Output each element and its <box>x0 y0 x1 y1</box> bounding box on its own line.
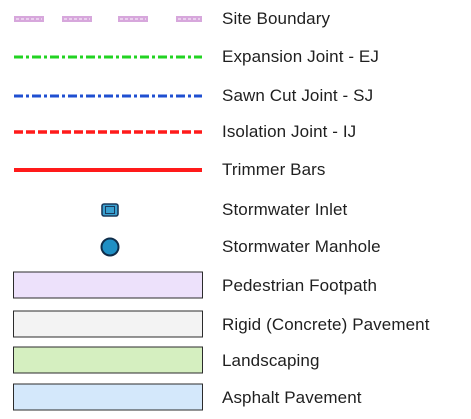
pedestrian-footpath-swatch <box>10 268 206 304</box>
legend-item-rigid-pavement: Rigid (Concrete) Pavement <box>0 307 471 343</box>
legend-item-landscaping: Landscaping <box>0 343 471 379</box>
legend-label: Rigid (Concrete) Pavement <box>222 315 430 334</box>
site-boundary-line-icon <box>10 1 206 37</box>
legend-item-pedestrian-footpath: Pedestrian Footpath <box>0 268 471 304</box>
legend-label: Site Boundary <box>222 9 331 28</box>
legend-label: Landscaping <box>222 351 320 370</box>
legend-item-trimmer-bars: Trimmer Bars <box>0 152 471 188</box>
legend-item-stormwater-inlet: Stormwater Inlet <box>0 192 471 228</box>
legend-label: Sawn Cut Joint - SJ <box>222 86 374 105</box>
isolation-joint-line-icon <box>10 114 206 150</box>
legend-item-expansion-joint: Expansion Joint - EJ <box>0 39 471 75</box>
legend-label: Asphalt Pavement <box>222 388 362 407</box>
legend-label: Expansion Joint - EJ <box>222 47 379 66</box>
stormwater-inlet-icon <box>10 192 206 228</box>
legend-label: Isolation Joint - IJ <box>222 122 357 141</box>
stormwater-manhole-icon <box>10 229 206 265</box>
sawn-cut-joint-line-icon <box>10 78 206 114</box>
legend-item-sawn-cut-joint: Sawn Cut Joint - SJ <box>0 78 471 114</box>
legend-label: Stormwater Manhole <box>222 237 381 256</box>
trimmer-bars-line-icon <box>10 152 206 188</box>
legend-label: Stormwater Inlet <box>222 200 348 219</box>
legend-item-asphalt-pavement: Asphalt Pavement <box>0 380 471 416</box>
legend-label: Pedestrian Footpath <box>222 276 377 295</box>
landscaping-swatch <box>10 343 206 379</box>
legend-item-stormwater-manhole: Stormwater Manhole <box>0 229 471 265</box>
legend-item-isolation-joint: Isolation Joint - IJ <box>0 114 471 150</box>
rigid-pavement-swatch <box>10 307 206 343</box>
asphalt-pavement-swatch <box>10 380 206 416</box>
legend-label: Trimmer Bars <box>222 160 326 179</box>
expansion-joint-line-icon <box>10 39 206 75</box>
legend-item-site-boundary: Site Boundary <box>0 1 471 37</box>
